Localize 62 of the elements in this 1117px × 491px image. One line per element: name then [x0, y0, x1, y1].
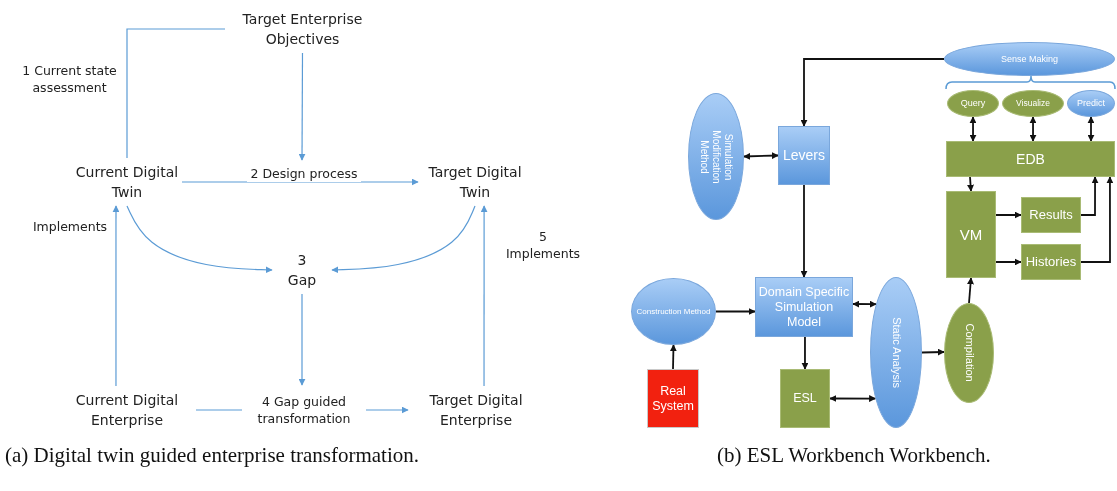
arrow [181, 178, 419, 186]
node-label: Histories [1025, 254, 1077, 270]
process-box [755, 277, 853, 337]
node-label: VM [959, 225, 983, 244]
node-label: Static Analysis [889, 316, 903, 390]
node-label: Construction Method [636, 306, 711, 317]
node-label: Results [1029, 207, 1073, 223]
process-box [1021, 197, 1081, 233]
arrow [715, 308, 756, 315]
figure-caption: (b) ESL Workbench Workbench. [717, 443, 991, 468]
arrow [331, 205, 476, 274]
process-box [1021, 244, 1081, 280]
arrow [969, 116, 977, 142]
process-box [780, 369, 830, 428]
arrow [800, 184, 808, 278]
arrow [298, 293, 306, 386]
process-box [778, 126, 830, 185]
node-text: Target Digital Twin [427, 163, 523, 202]
process-box [946, 191, 996, 278]
process-box [647, 369, 699, 428]
node-label: Simulation Modification Method [698, 128, 734, 186]
node-label: Real System [651, 383, 695, 414]
arrow [829, 395, 877, 403]
node-label: Levers [783, 147, 825, 164]
arrow [1087, 116, 1095, 142]
figure-caption: (a) Digital twin guided enterprise transformation. [5, 443, 420, 468]
node-text: 3 [297, 251, 307, 270]
node-label: EDB [1016, 150, 1045, 168]
node-label: Predict [1077, 98, 1105, 109]
arrow [480, 205, 488, 387]
node-text: Current Digital Twin [74, 163, 180, 202]
ellipse-node [947, 90, 999, 117]
arrow [126, 205, 273, 274]
arrow [852, 300, 877, 308]
node-label: Visualize [1016, 98, 1050, 109]
arrow [801, 336, 809, 370]
node-label: ESL [793, 391, 817, 406]
node-text: Current Digital Enterprise [74, 391, 180, 430]
node-text: Gap [287, 271, 317, 290]
arrow [800, 58, 945, 127]
node-text: Target Digital Enterprise [428, 391, 524, 430]
arrow [967, 277, 974, 304]
arrow [1080, 176, 1099, 216]
arrow [669, 344, 677, 370]
connector-line [126, 28, 226, 159]
node-label: Query [960, 98, 986, 109]
node-label: Sense Making [1000, 53, 1058, 65]
node-label: Compilation [962, 322, 976, 385]
node-label: Domain Specific Simulation Model [757, 284, 851, 330]
arrow [995, 258, 1022, 266]
node-text: Target Enterprise Objectives [241, 10, 364, 49]
arrow [112, 205, 120, 387]
arrow [1080, 176, 1114, 263]
ellipse-node [1067, 90, 1115, 117]
arrow [298, 52, 306, 161]
arrow [743, 152, 779, 160]
edge-label: 2 Design process [247, 165, 361, 182]
arrow [995, 211, 1022, 219]
arrow [921, 348, 945, 356]
process-box [946, 141, 1115, 177]
arrow [967, 176, 975, 192]
arrow [1029, 116, 1037, 142]
